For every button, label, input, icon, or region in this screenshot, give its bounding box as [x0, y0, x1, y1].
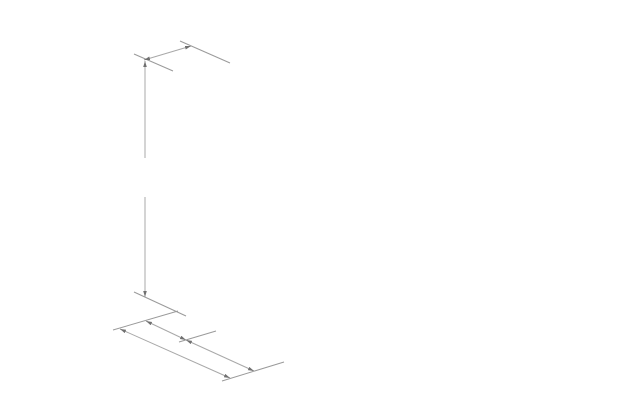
extension-line — [178, 330, 217, 343]
dimension-line-top — [143, 45, 192, 61]
extension-line — [179, 40, 231, 64]
extension-line — [133, 291, 187, 317]
extension-line — [133, 53, 174, 72]
dimension-line-bottom-inner-a — [145, 320, 187, 341]
extension-line — [112, 310, 179, 331]
extension-line — [221, 361, 285, 382]
dimension-line-bottom-outer — [119, 328, 231, 379]
dimension-line-bottom-inner-b — [185, 339, 255, 372]
